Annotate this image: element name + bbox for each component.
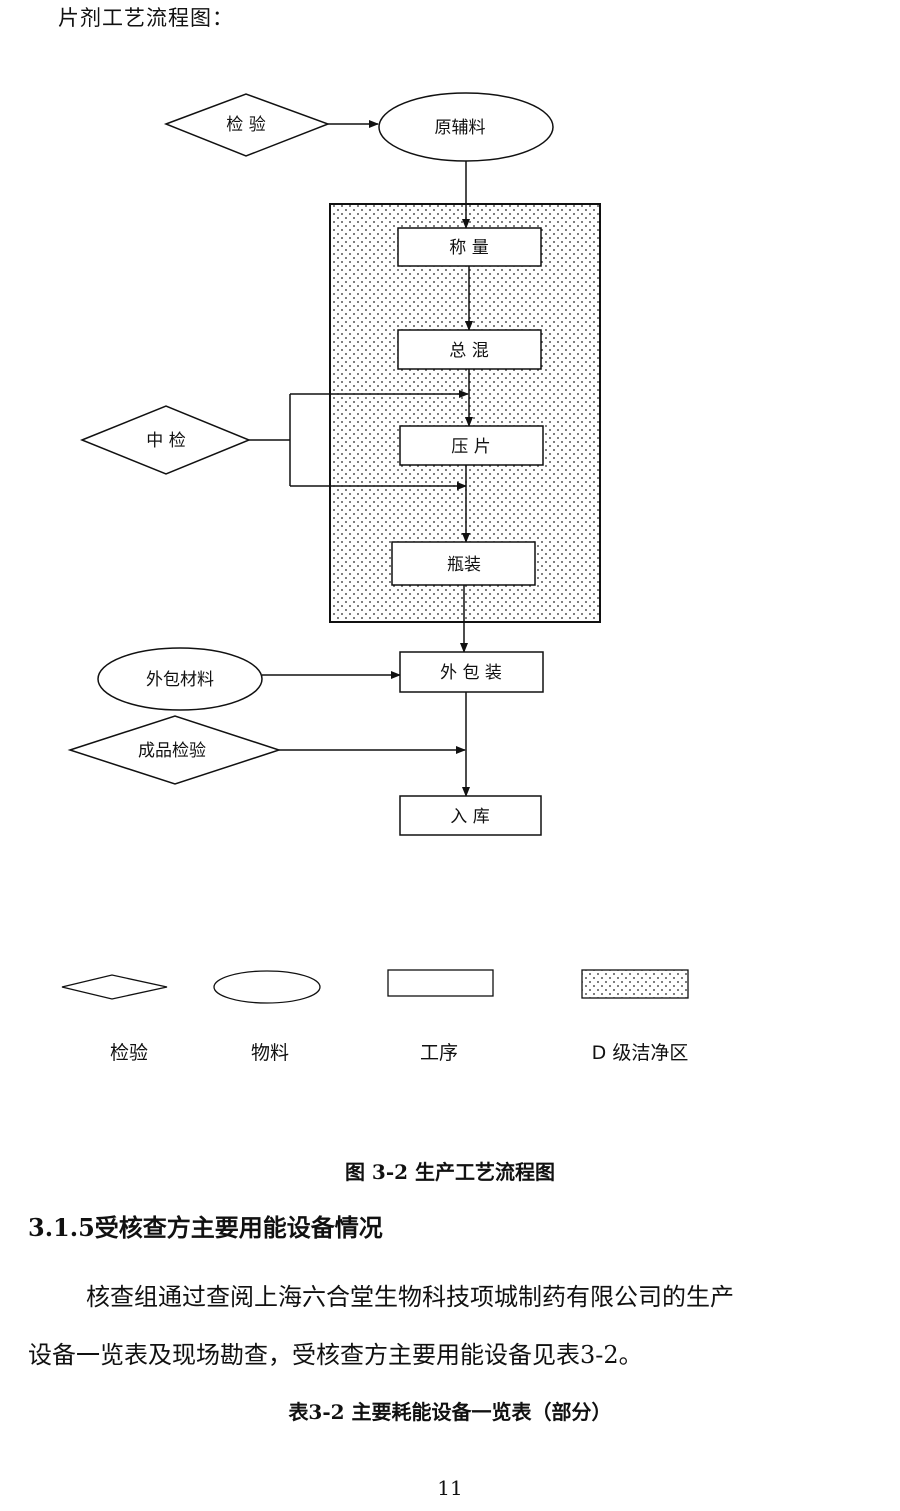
paragraph-line-1: 核查组通过查阅上海六合堂生物科技项城制药有限公司的生产: [86, 1283, 734, 1311]
press-box: [399, 425, 544, 466]
page-number: 11: [437, 1476, 463, 1500]
figure-caption: 图 3-2 生产工艺流程图: [344, 1160, 556, 1184]
body-paragraph: 核查组通过查阅上海六合堂生物科技项城制药有限公司的生产 设备一览表及现场勘查，受…: [28, 1268, 888, 1384]
weigh-box: [397, 227, 542, 267]
legend-clean-zone-label: D 级洁净区: [591, 1042, 689, 1064]
legend-dotted-rect: [581, 969, 689, 999]
storage-label: 入 库: [450, 807, 489, 827]
flowchart-heading: 片剂工艺流程图：: [58, 6, 234, 30]
inspect-label: 检 验: [226, 115, 265, 135]
table-caption: 表3-2 主要耗能设备一览表（部分）: [288, 1400, 612, 1424]
outer-material-label: 外包材料: [146, 670, 214, 690]
mid-inspect-label: 中 检: [146, 431, 185, 451]
legend-inspection-label: 检验: [109, 1042, 148, 1064]
legend-material-label: 物料: [250, 1042, 289, 1064]
legend-rect: [387, 969, 494, 997]
legend-process-label: 工序: [419, 1042, 458, 1064]
outer-pack-label: 外 包 装: [440, 663, 502, 683]
weigh-label: 称 量: [449, 238, 488, 258]
outer-material-ellipse: [97, 647, 263, 711]
bottle-label: 瓶装: [447, 555, 481, 575]
press-label: 压 片: [451, 437, 490, 457]
raw-material-label: 原辅料: [435, 118, 486, 138]
final-inspect-label: 成品检验: [138, 741, 206, 761]
legend-ellipse: [213, 970, 321, 1004]
storage-box: [399, 795, 542, 836]
legend-diamond: [61, 974, 168, 1000]
mix-label: 总 混: [449, 341, 488, 361]
paragraph-line-2: 设备一览表及现场勘查，受核查方主要用能设备见表3-2。: [28, 1341, 643, 1369]
process-flow-diagram: 检 验 原辅料 称 量 总 混 中 检 压 片 瓶装 外包材料 外 包 装 成品…: [61, 92, 689, 1004]
outer-pack-box: [399, 651, 544, 693]
section-title: 3.1.5受核查方主要用能设备情况: [28, 1213, 383, 1242]
mix-box: [397, 329, 542, 370]
bottle-box: [391, 541, 536, 586]
